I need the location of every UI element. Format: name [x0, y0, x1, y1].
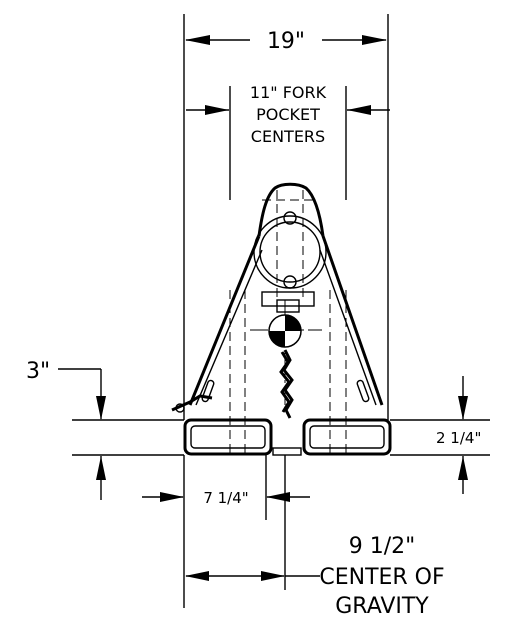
- pocket-height-label: 2 1/4": [436, 429, 481, 447]
- fork-pocket-label-1: 11" FORK: [250, 83, 327, 102]
- pocket-offset-label: 3": [26, 359, 50, 384]
- overall-width-label: 19": [267, 29, 305, 54]
- half-spacing-dimension: 7 1/4": [142, 489, 310, 507]
- extension-lines: [183, 14, 389, 608]
- fork-pocket-label-3: CENTERS: [251, 127, 325, 146]
- pocket-offset-dimension: 3": [26, 359, 184, 500]
- overall-width-dimension: 19": [185, 29, 387, 54]
- fork-pockets: [183, 418, 392, 456]
- fork-pocket-label-2: POCKET: [256, 105, 320, 124]
- cog-distance-label: 9 1/2": [349, 534, 416, 559]
- center-of-gravity-symbol: [268, 314, 302, 348]
- fork-pocket-dimension: 11" FORK POCKET CENTERS: [186, 83, 390, 146]
- hopper-body: [171, 182, 384, 413]
- cog-label-1: CENTER OF: [319, 565, 444, 590]
- cog-label-2: GRAVITY: [335, 594, 429, 619]
- cog-dimension: 9 1/2" CENTER OF GRAVITY: [185, 534, 445, 619]
- auger-chain: [279, 349, 294, 419]
- pocket-height-dimension: 2 1/4": [390, 376, 490, 494]
- half-spacing-label: 7 1/4": [203, 489, 248, 507]
